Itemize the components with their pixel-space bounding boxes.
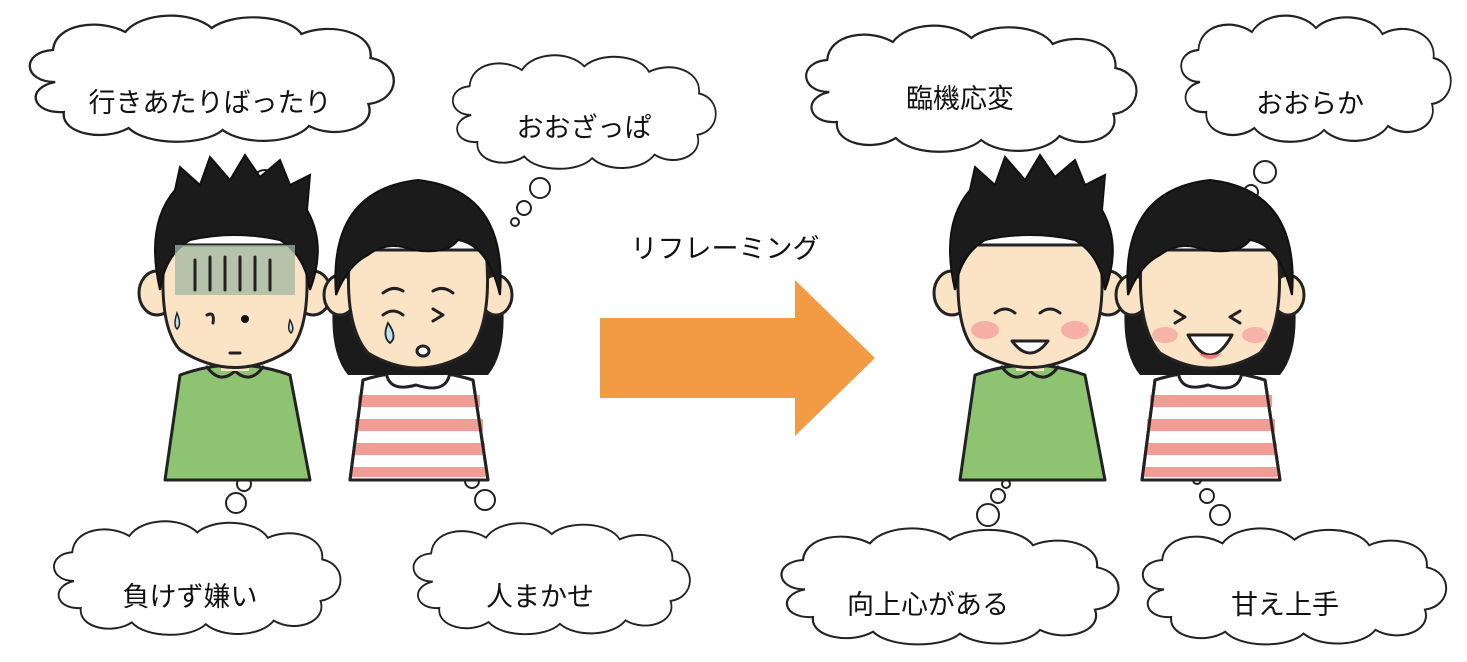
thought-cloud-before-boy-top (28, 14, 395, 143)
thought-cloud-before-boy-bottom (53, 520, 342, 636)
thought-text: 甘え上手 (1231, 590, 1339, 621)
reframing-arrow (600, 280, 875, 436)
thought-bubbles (1192, 475, 1231, 526)
thought-text: 負けず嫌い (123, 582, 258, 613)
boy-character-gloomy (137, 153, 333, 482)
thought-text: おおらか (1256, 89, 1364, 120)
thought-bubbles (976, 479, 1011, 527)
thought-cloud-after-girl-top (1180, 14, 1452, 143)
reframing-label: リフレーミング (631, 234, 820, 265)
thought-cloud-after-boy-bottom (780, 527, 1120, 646)
girl-character-sad (322, 178, 514, 482)
thought-text: 臨機応変 (906, 84, 1014, 115)
thought-cloud-before-girl-bottom (412, 522, 691, 636)
thought-text: 人まかせ (486, 582, 594, 613)
thought-bubbles (510, 177, 551, 227)
thought-text: 行きあたりばったり (89, 88, 332, 119)
girl-character-happy (1114, 178, 1306, 482)
thought-cloud-after-girl-bottom (1141, 527, 1448, 646)
boy-character-happy (932, 153, 1128, 482)
thought-text: 向上心がある (847, 590, 1009, 621)
thought-text: おおざっぱ (517, 113, 652, 144)
